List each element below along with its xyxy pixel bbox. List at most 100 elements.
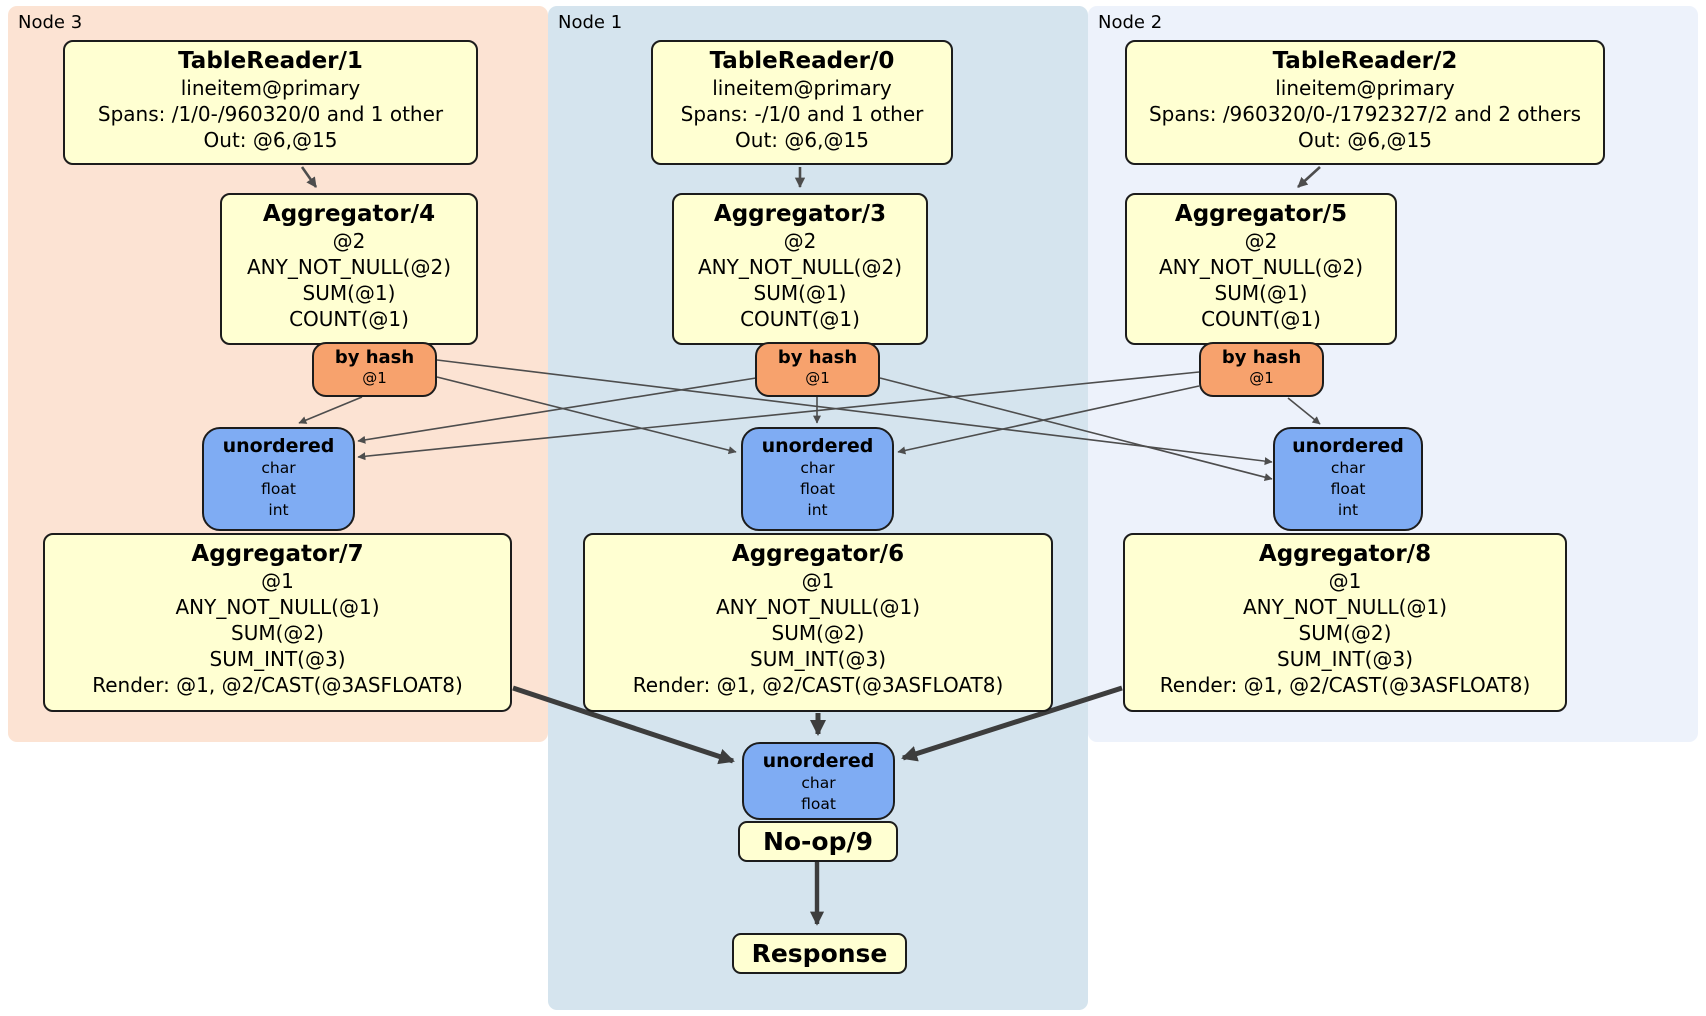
box-title: unordered xyxy=(761,435,874,457)
box-line: Spans: -/1/0 and 1 other xyxy=(680,102,924,126)
box-line: Render: @1, @2/CAST(@3ASFLOAT8) xyxy=(632,673,1004,697)
box-line: @1 xyxy=(261,569,294,593)
box-title: unordered xyxy=(1292,435,1404,457)
box-line: SUM_INT(@3) xyxy=(750,647,886,671)
box-line: Out: @6,@15 xyxy=(1298,128,1432,152)
box-title: Aggregator/4 xyxy=(262,201,436,227)
box-line: Out: @6,@15 xyxy=(203,128,338,152)
aggregator-3-node: Aggregator/3 @2 ANY_NOT_NULL(@2) SUM(@1)… xyxy=(672,193,928,345)
box-line: float xyxy=(261,480,296,498)
box-line: COUNT(@1) xyxy=(740,307,860,331)
box-title: by hash xyxy=(777,347,858,368)
edge xyxy=(1297,166,1321,188)
box-title: by hash xyxy=(334,347,415,368)
box-line: char xyxy=(1330,459,1366,477)
hash-router-node1: by hash @1 xyxy=(755,342,880,397)
box-line: lineitem@primary xyxy=(1275,76,1455,100)
box-line: @1 xyxy=(362,369,387,387)
tablereader-to-aggregator-edges xyxy=(300,166,1321,189)
edge xyxy=(512,685,735,765)
box-line: SUM(@1) xyxy=(753,281,847,305)
box-line: @1 xyxy=(801,569,835,593)
edge xyxy=(436,359,1273,466)
box-line: @2 xyxy=(332,229,366,253)
box-line: Render: @1, @2/CAST(@3ASFLOAT8) xyxy=(92,673,463,697)
edge xyxy=(300,166,318,188)
box-line: float xyxy=(1330,480,1366,498)
box-line: Out: @6,@15 xyxy=(735,128,869,152)
edge xyxy=(1287,397,1321,425)
box-line: int xyxy=(1337,501,1359,519)
box-line: lineitem@primary xyxy=(712,76,892,100)
box-line: SUM_INT(@3) xyxy=(1277,647,1413,671)
box-line: lineitem@primary xyxy=(180,76,361,100)
box-line: ANY_NOT_NULL(@2) xyxy=(1159,255,1363,279)
unordered-sync-node3: unordered char float int xyxy=(202,427,355,531)
box-line: COUNT(@1) xyxy=(289,307,409,331)
box-title: Aggregator/7 xyxy=(191,541,364,567)
box-title: Aggregator/8 xyxy=(1258,541,1432,567)
box-line: float xyxy=(801,795,836,813)
unordered-sync-node2: unordered char float int xyxy=(1273,427,1423,531)
aggregator-5-node: Aggregator/5 @2 ANY_NOT_NULL(@2) SUM(@1)… xyxy=(1125,193,1397,345)
node1-label: Node 1 xyxy=(558,12,623,33)
box-line: SUM(@1) xyxy=(302,281,396,305)
tablereader-0-node: TableReader/0 lineitem@primary Spans: -/… xyxy=(651,40,953,165)
box-line: SUM_INT(@3) xyxy=(209,647,346,671)
node2-label: Node 2 xyxy=(1098,12,1163,33)
box-title: TableReader/2 xyxy=(1272,48,1458,74)
edge xyxy=(357,371,1200,461)
aggregator-6-node: Aggregator/6 @1 ANY_NOT_NULL(@1) SUM(@2)… xyxy=(583,533,1053,712)
box-line: char xyxy=(800,459,835,477)
edge xyxy=(357,377,757,444)
box-line: Render: @1, @2/CAST(@3ASFLOAT8) xyxy=(1159,673,1531,697)
hash-router-node2: by hash @1 xyxy=(1199,342,1324,397)
box-line: SUM(@1) xyxy=(1214,281,1308,305)
box-title: Response xyxy=(751,939,888,968)
box-title: Aggregator/3 xyxy=(713,201,887,227)
aggregator-7-node: Aggregator/7 @1 ANY_NOT_NULL(@1) SUM(@2)… xyxy=(43,533,512,712)
box-line: SUM(@2) xyxy=(231,621,324,645)
box-line: ANY_NOT_NULL(@2) xyxy=(247,255,451,279)
edge xyxy=(897,385,1200,455)
unordered-sync-final: unordered char float xyxy=(742,742,895,820)
box-title: unordered xyxy=(762,750,875,772)
aggregator-4-node: Aggregator/4 @2 ANY_NOT_NULL(@2) SUM(@1)… xyxy=(220,193,478,345)
box-line: ANY_NOT_NULL(@1) xyxy=(1243,595,1447,619)
edge xyxy=(436,376,737,455)
edge xyxy=(298,396,363,424)
response-node: Response xyxy=(732,933,907,974)
unordered-sync-node1: unordered char float int xyxy=(741,427,894,531)
router-to-sync-edges xyxy=(298,359,1321,482)
box-line: int xyxy=(807,501,828,519)
box-line: char xyxy=(261,459,296,477)
box-line: ANY_NOT_NULL(@2) xyxy=(698,255,902,279)
box-title: TableReader/0 xyxy=(709,48,895,74)
box-line: Spans: /1/0-/960320/0 and 1 other xyxy=(97,102,444,126)
box-line: @1 xyxy=(1328,569,1362,593)
box-line: int xyxy=(268,501,289,519)
box-title: unordered xyxy=(222,435,335,457)
box-line: char xyxy=(801,774,836,792)
hash-router-node3: by hash @1 xyxy=(312,342,437,397)
box-line: ANY_NOT_NULL(@1) xyxy=(716,595,920,619)
box-line: SUM(@2) xyxy=(771,621,865,645)
tablereader-2-node: TableReader/2 lineitem@primary Spans: /9… xyxy=(1125,40,1605,165)
box-title: TableReader/1 xyxy=(178,48,363,74)
box-title: Aggregator/5 xyxy=(1174,201,1348,227)
box-line: @1 xyxy=(805,369,830,387)
box-line: COUNT(@1) xyxy=(1201,307,1321,331)
edge xyxy=(879,377,1273,482)
box-line: ANY_NOT_NULL(@1) xyxy=(175,595,380,619)
box-line: @2 xyxy=(783,229,817,253)
box-line: @2 xyxy=(1244,229,1278,253)
aggregator-to-final-sync-edges xyxy=(512,685,1123,765)
aggregator-8-node: Aggregator/8 @1 ANY_NOT_NULL(@1) SUM(@2)… xyxy=(1123,533,1567,712)
box-title: Aggregator/6 xyxy=(731,541,905,567)
noop-node: No-op/9 xyxy=(738,821,898,862)
node3-label: Node 3 xyxy=(18,12,83,33)
box-line: float xyxy=(800,480,835,498)
box-title: by hash xyxy=(1221,347,1302,368)
